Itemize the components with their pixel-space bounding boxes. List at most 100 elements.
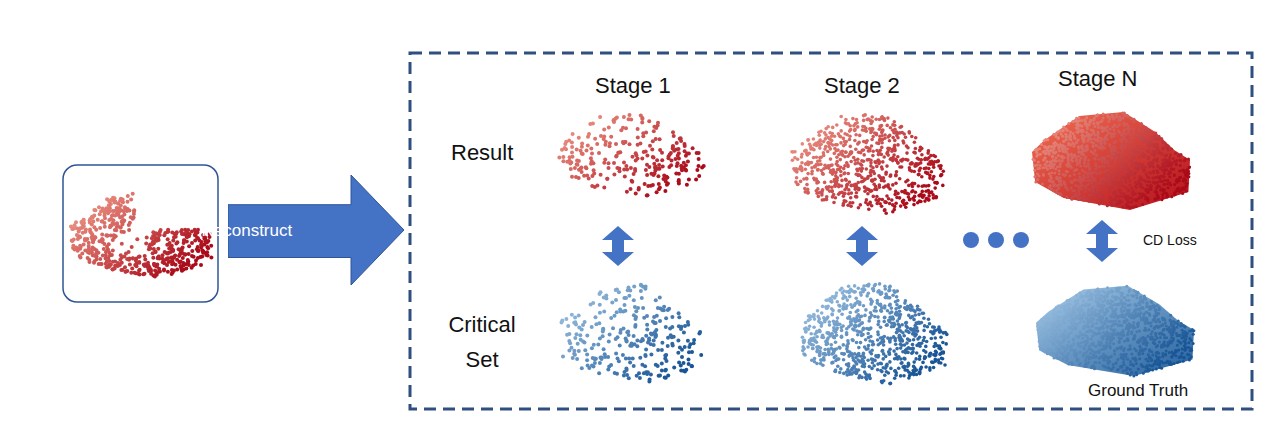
point xyxy=(810,169,814,173)
point xyxy=(643,182,647,186)
point xyxy=(861,125,865,129)
point xyxy=(817,195,821,199)
point xyxy=(638,376,642,380)
point xyxy=(111,238,115,242)
point xyxy=(574,175,578,179)
point xyxy=(684,163,688,167)
point xyxy=(838,371,842,375)
point xyxy=(933,186,937,190)
point xyxy=(636,136,640,140)
point xyxy=(844,150,848,154)
point xyxy=(639,289,643,293)
point xyxy=(891,210,895,214)
point xyxy=(614,337,618,341)
point xyxy=(683,142,687,146)
point xyxy=(893,149,897,153)
point xyxy=(832,193,836,197)
point xyxy=(881,129,885,133)
point xyxy=(653,330,657,334)
point xyxy=(607,340,611,344)
point xyxy=(614,351,618,355)
point xyxy=(927,167,931,171)
point xyxy=(161,253,165,257)
point xyxy=(166,270,170,274)
point xyxy=(847,172,851,176)
point xyxy=(870,349,874,353)
point xyxy=(608,144,612,148)
point xyxy=(632,364,636,368)
point xyxy=(916,157,920,161)
point xyxy=(619,128,623,132)
point xyxy=(853,128,857,132)
point xyxy=(928,322,932,326)
point xyxy=(935,181,939,185)
point xyxy=(817,130,821,134)
point xyxy=(627,294,631,298)
point xyxy=(597,371,601,375)
point xyxy=(633,167,637,171)
point xyxy=(635,374,639,378)
point xyxy=(918,169,922,173)
point xyxy=(884,355,888,359)
point xyxy=(855,191,859,195)
point xyxy=(863,314,867,318)
point xyxy=(621,353,625,357)
point xyxy=(876,362,880,366)
point xyxy=(911,185,915,189)
point xyxy=(855,341,859,345)
point xyxy=(931,193,935,197)
point xyxy=(110,214,114,218)
point xyxy=(119,226,123,230)
point xyxy=(907,184,911,188)
point xyxy=(92,213,96,217)
point xyxy=(145,235,149,239)
point xyxy=(669,151,673,155)
point xyxy=(914,136,918,140)
point xyxy=(658,374,662,378)
point xyxy=(590,174,594,178)
point xyxy=(841,153,845,157)
point xyxy=(129,215,133,219)
point xyxy=(98,226,102,230)
point xyxy=(889,174,893,178)
point xyxy=(570,141,574,145)
point xyxy=(869,161,873,165)
point xyxy=(154,250,158,254)
point xyxy=(612,120,616,124)
point xyxy=(72,237,76,241)
point xyxy=(649,353,653,357)
point xyxy=(104,257,108,261)
point xyxy=(912,365,916,369)
point xyxy=(883,119,887,123)
point xyxy=(111,267,115,271)
point xyxy=(153,235,157,239)
point xyxy=(584,165,588,169)
point xyxy=(660,348,664,352)
point xyxy=(870,179,874,183)
point xyxy=(137,261,141,265)
point xyxy=(862,148,866,152)
point xyxy=(101,254,105,258)
point xyxy=(83,239,87,243)
point xyxy=(658,296,662,300)
point xyxy=(823,147,827,151)
point xyxy=(905,202,909,206)
point xyxy=(871,135,875,139)
point xyxy=(629,187,633,191)
point xyxy=(634,192,638,196)
point xyxy=(573,316,577,320)
point xyxy=(81,218,85,222)
point xyxy=(127,228,131,232)
point xyxy=(166,256,170,260)
point xyxy=(657,182,661,186)
point xyxy=(880,177,884,181)
point xyxy=(590,364,594,368)
point xyxy=(175,268,179,272)
point xyxy=(566,324,570,328)
point xyxy=(687,350,691,354)
point xyxy=(930,170,934,174)
point xyxy=(878,134,882,138)
point xyxy=(111,249,115,253)
point xyxy=(137,269,141,273)
point xyxy=(117,210,121,214)
